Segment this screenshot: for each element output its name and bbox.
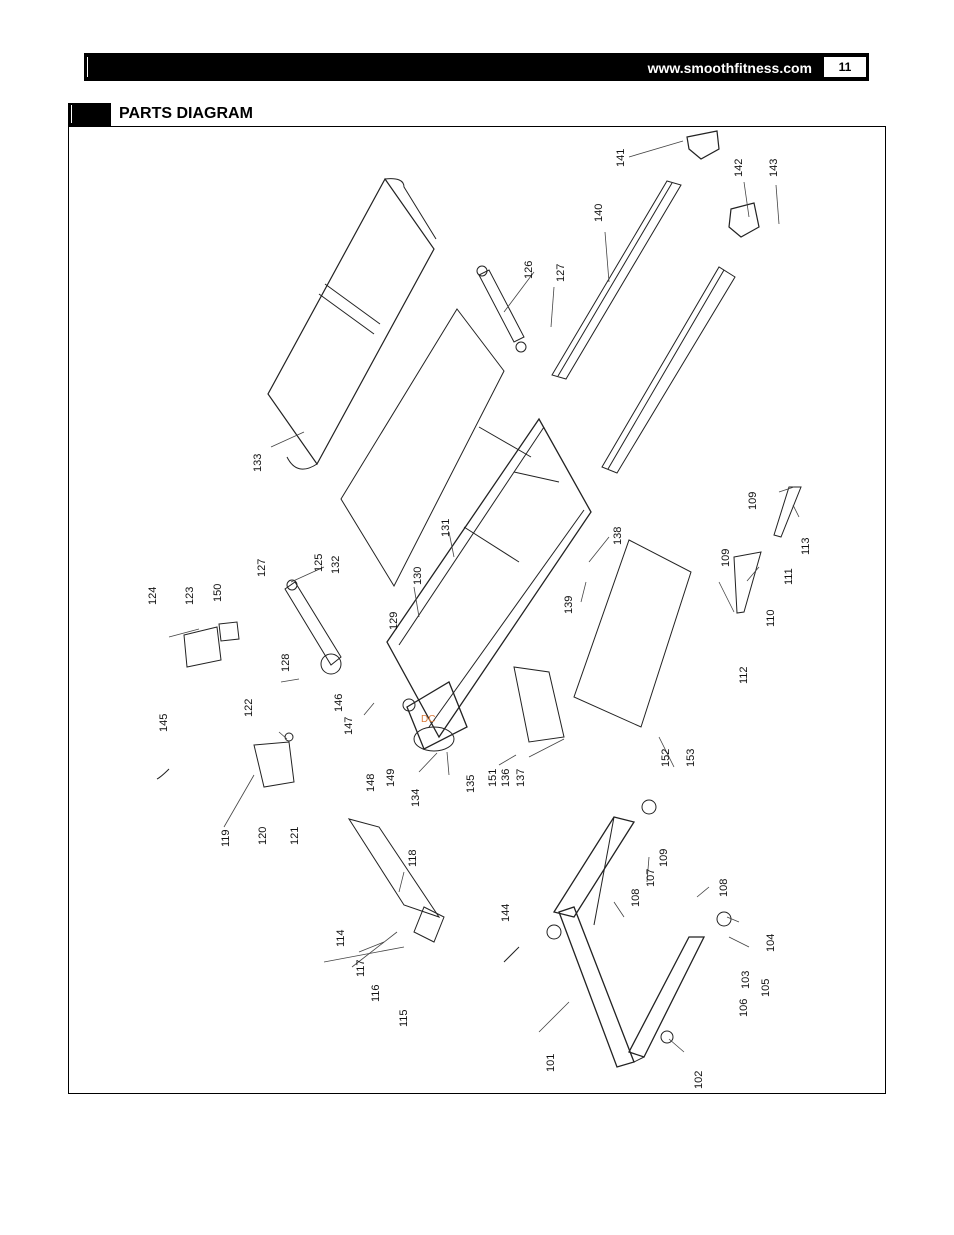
callout-120: 120 xyxy=(257,827,269,845)
header-notch xyxy=(87,57,88,77)
callout-108-left: 108 xyxy=(630,889,642,907)
callout-137: 137 xyxy=(515,769,527,787)
section-marker-notch xyxy=(71,105,72,123)
callout-145: 145 xyxy=(158,714,170,732)
callout-119: 119 xyxy=(220,829,232,847)
callout-148: 148 xyxy=(365,774,377,792)
callout-138: 138 xyxy=(612,527,624,545)
callout-104: 104 xyxy=(765,934,777,952)
callout-108-right: 108 xyxy=(718,879,730,897)
callout-115: 115 xyxy=(398,1009,410,1027)
page-header-bar: www.smoothfitness.com 11 xyxy=(84,53,869,81)
section-title: PARTS DIAGRAM xyxy=(119,105,253,122)
callout-134: 134 xyxy=(410,789,422,807)
callout-110: 110 xyxy=(765,609,777,627)
callout-117: 117 xyxy=(355,959,367,977)
callout-103: 103 xyxy=(740,971,752,989)
callout-127-rear: 127 xyxy=(555,264,567,282)
parts-diagram: DC xyxy=(68,126,886,1094)
callout-109-mid: 109 xyxy=(720,549,732,567)
base-frame xyxy=(552,816,706,1068)
callout-numbers: 141 142 143 140 126 127 133 131 132 125 … xyxy=(147,149,812,1089)
callout-112: 112 xyxy=(738,666,750,684)
drive-motor: DC xyxy=(402,681,468,752)
callout-109-top: 109 xyxy=(747,492,759,510)
main-frame xyxy=(386,417,592,739)
callout-132: 132 xyxy=(330,556,342,574)
callout-144: 144 xyxy=(500,904,512,922)
callout-140: 140 xyxy=(593,204,605,222)
base-feet xyxy=(546,799,732,1044)
side-trim-bars xyxy=(733,486,802,614)
callout-147: 147 xyxy=(343,717,355,735)
callout-101: 101 xyxy=(545,1054,557,1072)
callout-122: 122 xyxy=(243,699,255,717)
callout-151: 151 xyxy=(487,769,499,787)
callout-105: 105 xyxy=(760,979,772,997)
rail-end-caps xyxy=(686,130,760,238)
rear-roller xyxy=(476,265,527,353)
callout-135: 135 xyxy=(465,775,477,793)
callout-121: 121 xyxy=(289,827,301,845)
website-link[interactable]: www.smoothfitness.com xyxy=(647,60,812,76)
callout-139: 139 xyxy=(563,596,575,614)
callout-125: 125 xyxy=(313,554,325,572)
power-cord xyxy=(156,768,520,963)
controller-board xyxy=(183,621,240,668)
callout-106: 106 xyxy=(738,999,750,1017)
callout-153: 153 xyxy=(685,749,697,767)
callout-127-front: 127 xyxy=(256,559,268,577)
callout-109-base: 109 xyxy=(658,849,670,867)
callout-113: 113 xyxy=(800,537,812,555)
callout-152: 152 xyxy=(660,749,672,767)
motor-cover-plate xyxy=(573,539,692,728)
callout-129: 129 xyxy=(388,612,400,630)
callout-136: 136 xyxy=(500,769,512,787)
front-roller xyxy=(284,579,342,675)
motor-label: DC xyxy=(421,714,435,725)
callout-141: 141 xyxy=(615,149,627,167)
callout-111: 111 xyxy=(783,568,795,585)
callout-146: 146 xyxy=(333,694,345,712)
callout-124: 124 xyxy=(147,587,159,605)
callout-116: 116 xyxy=(370,984,382,1002)
page-number: 11 xyxy=(823,56,867,78)
motor-mount-bracket xyxy=(513,666,565,743)
section-marker xyxy=(68,103,111,127)
callout-149: 149 xyxy=(385,769,397,787)
callout-128: 128 xyxy=(280,654,292,672)
callout-123: 123 xyxy=(184,587,196,605)
callout-107: 107 xyxy=(645,869,657,887)
running-deck-board xyxy=(267,177,437,470)
incline-frame xyxy=(347,818,445,943)
callout-143: 143 xyxy=(768,159,780,177)
callout-118: 118 xyxy=(407,849,419,867)
deck-support-panel xyxy=(340,308,505,588)
incline-motor xyxy=(253,732,295,788)
callout-142: 142 xyxy=(733,159,745,177)
callout-133: 133 xyxy=(252,454,264,472)
callout-114: 114 xyxy=(335,929,347,947)
callout-102: 102 xyxy=(693,1071,705,1089)
callout-126: 126 xyxy=(523,261,535,279)
side-rails xyxy=(551,180,736,474)
callout-130: 130 xyxy=(412,567,424,585)
leader-lines xyxy=(168,140,800,1053)
exploded-view-drawing: DC xyxy=(147,130,812,1089)
callout-131: 131 xyxy=(440,519,452,537)
callout-150: 150 xyxy=(212,584,224,602)
